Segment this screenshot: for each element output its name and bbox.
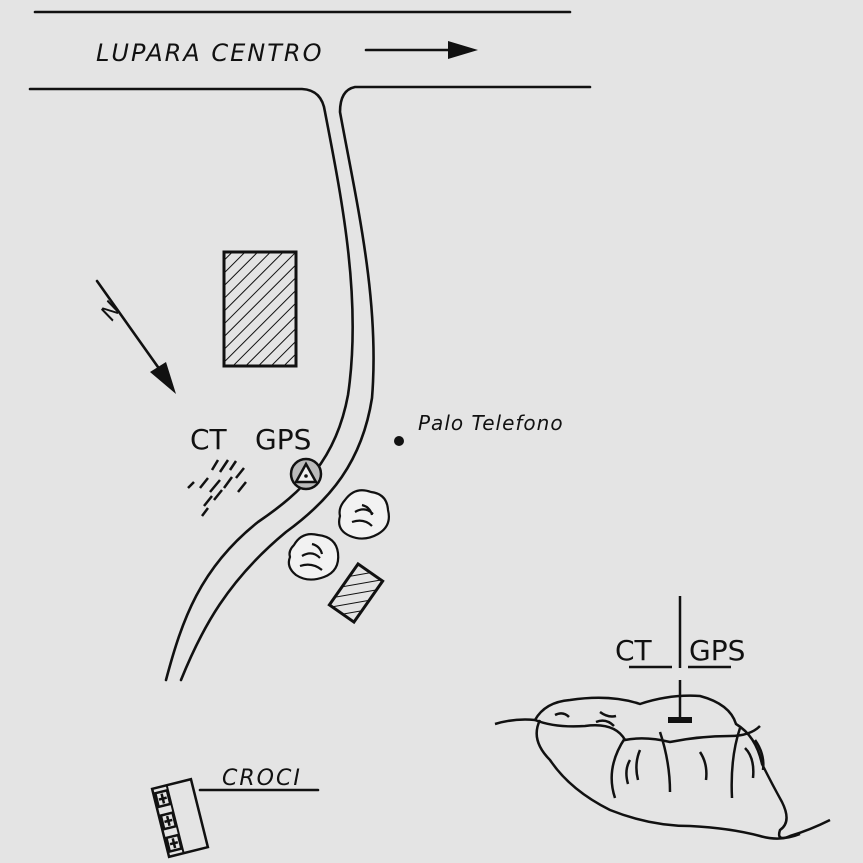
survey-marker-icon <box>668 717 692 723</box>
telephone-pole-icon <box>394 436 404 446</box>
hill-detail-drawing <box>494 596 831 840</box>
north-label: N <box>96 298 126 326</box>
crosses-icon <box>150 777 210 859</box>
direction-arrow-icon <box>364 41 478 59</box>
station-gps-label: GPS <box>255 423 311 456</box>
crosses-label: CROCI <box>222 766 302 791</box>
destination-label: LUPARA CENTRO <box>96 39 323 67</box>
main-road <box>28 10 592 682</box>
building-small <box>327 561 385 625</box>
pole-label: Palo Telefono <box>418 411 564 435</box>
detail-gps-label: GPS <box>689 634 745 667</box>
vegetation-icon <box>187 459 247 517</box>
station-ct-label: CT <box>190 423 228 456</box>
north-arrow-icon <box>95 279 176 394</box>
bush-icon <box>287 489 390 581</box>
survey-point-icon <box>289 457 323 491</box>
building-large <box>222 250 298 368</box>
detail-ct-label: CT <box>615 634 653 667</box>
